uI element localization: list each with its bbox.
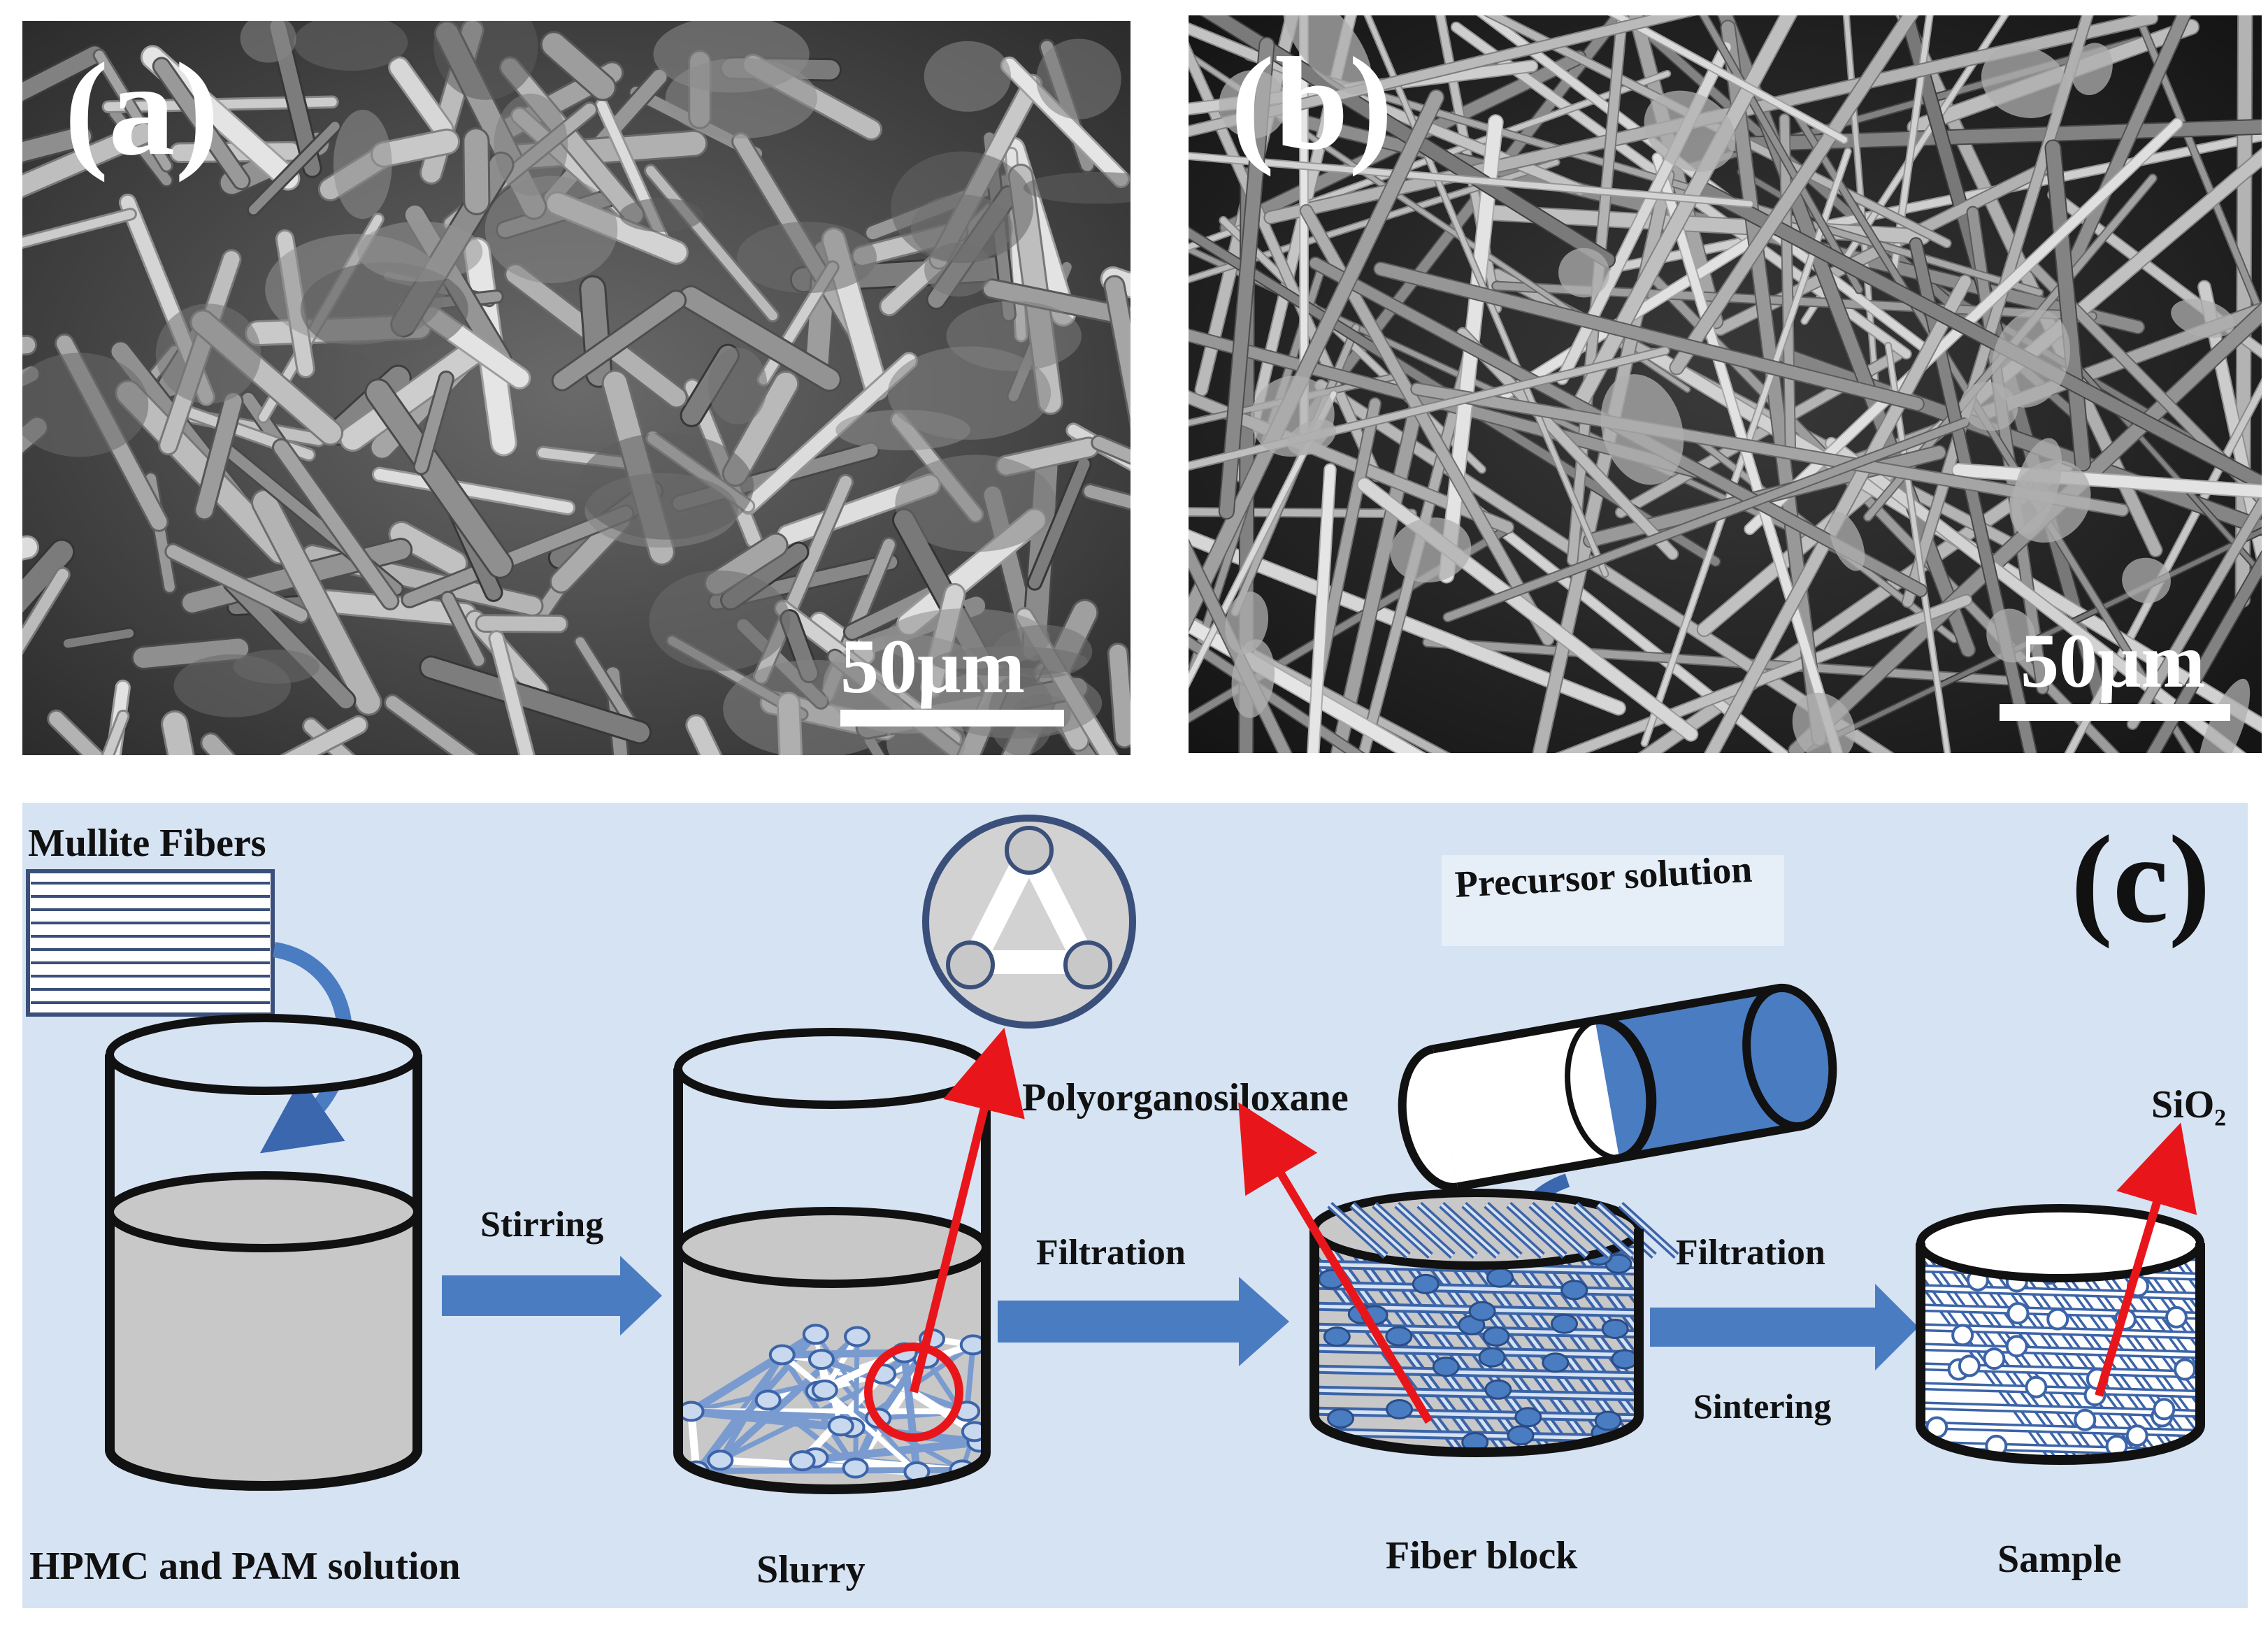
sem-image-panel-a: (a) 50μm bbox=[22, 21, 1131, 755]
panel-b-label: (b) bbox=[1230, 31, 1393, 178]
label-filtration-2: Filtration bbox=[1676, 1233, 1825, 1273]
label-sio2: SiO₂ bbox=[2151, 1083, 2226, 1126]
sample-cylinder bbox=[1916, 1204, 2205, 1465]
panel-c-label: (c) bbox=[2071, 810, 2211, 949]
beaker-hpmc-pam bbox=[105, 1014, 422, 1491]
sem-image-panel-b: (b) 50μm bbox=[1189, 15, 2262, 753]
label-slurry: Slurry bbox=[756, 1548, 866, 1591]
arrow-filtration-1 bbox=[998, 1277, 1289, 1366]
label-mullite-fibers: Mullite Fibers bbox=[28, 822, 266, 865]
arrow-zoom-network bbox=[910, 1027, 1025, 1394]
mullite-fiber-bundle bbox=[26, 869, 275, 1017]
fiber-block bbox=[1309, 1189, 1679, 1457]
scale-bar-label-a: 50μm bbox=[840, 624, 1025, 709]
sem-micrograph-b: (b) 50μm bbox=[1189, 15, 2262, 753]
arrow-sio2 bbox=[2095, 1122, 2197, 1397]
label-sample: Sample bbox=[1997, 1538, 2121, 1581]
scale-bar-label-b: 50μm bbox=[2021, 618, 2205, 703]
process-diagram-panel-c: Mullite Fibers HPMC and PAM solution Sti… bbox=[22, 803, 2248, 1608]
zoom-network-circle bbox=[922, 815, 1136, 1029]
slurry-network bbox=[678, 1324, 986, 1482]
label-sintering: Sintering bbox=[1693, 1387, 1831, 1426]
fiber-texture-a bbox=[22, 21, 1131, 755]
arrow-filtration-2 bbox=[1650, 1284, 1918, 1370]
label-fiber-block: Fiber block bbox=[1386, 1534, 1578, 1577]
beaker-slurry bbox=[673, 1028, 991, 1494]
fiber-texture-b bbox=[1189, 15, 2262, 753]
precursor-cylinder bbox=[1398, 983, 1837, 1191]
highlight-circle bbox=[864, 1343, 963, 1442]
precursor-label-box bbox=[1442, 855, 1784, 946]
panel-a-label: (a) bbox=[64, 36, 220, 183]
label-polyorganosiloxane: Polyorganosiloxane bbox=[1022, 1076, 1349, 1119]
scale-bar-a bbox=[840, 710, 1064, 726]
label-hpmc-pam-solution: HPMC and PAM solution bbox=[29, 1545, 461, 1588]
arrow-stirring bbox=[442, 1256, 662, 1336]
label-filtration-1: Filtration bbox=[1036, 1233, 1186, 1273]
scale-bar-b bbox=[2000, 704, 2230, 721]
label-stirring: Stirring bbox=[480, 1205, 603, 1245]
arrow-polyorganosiloxane bbox=[1238, 1102, 1433, 1424]
process-diagram: Mullite Fibers HPMC and PAM solution Sti… bbox=[22, 803, 2248, 1608]
sem-micrograph-a: (a) 50μm bbox=[22, 21, 1131, 755]
